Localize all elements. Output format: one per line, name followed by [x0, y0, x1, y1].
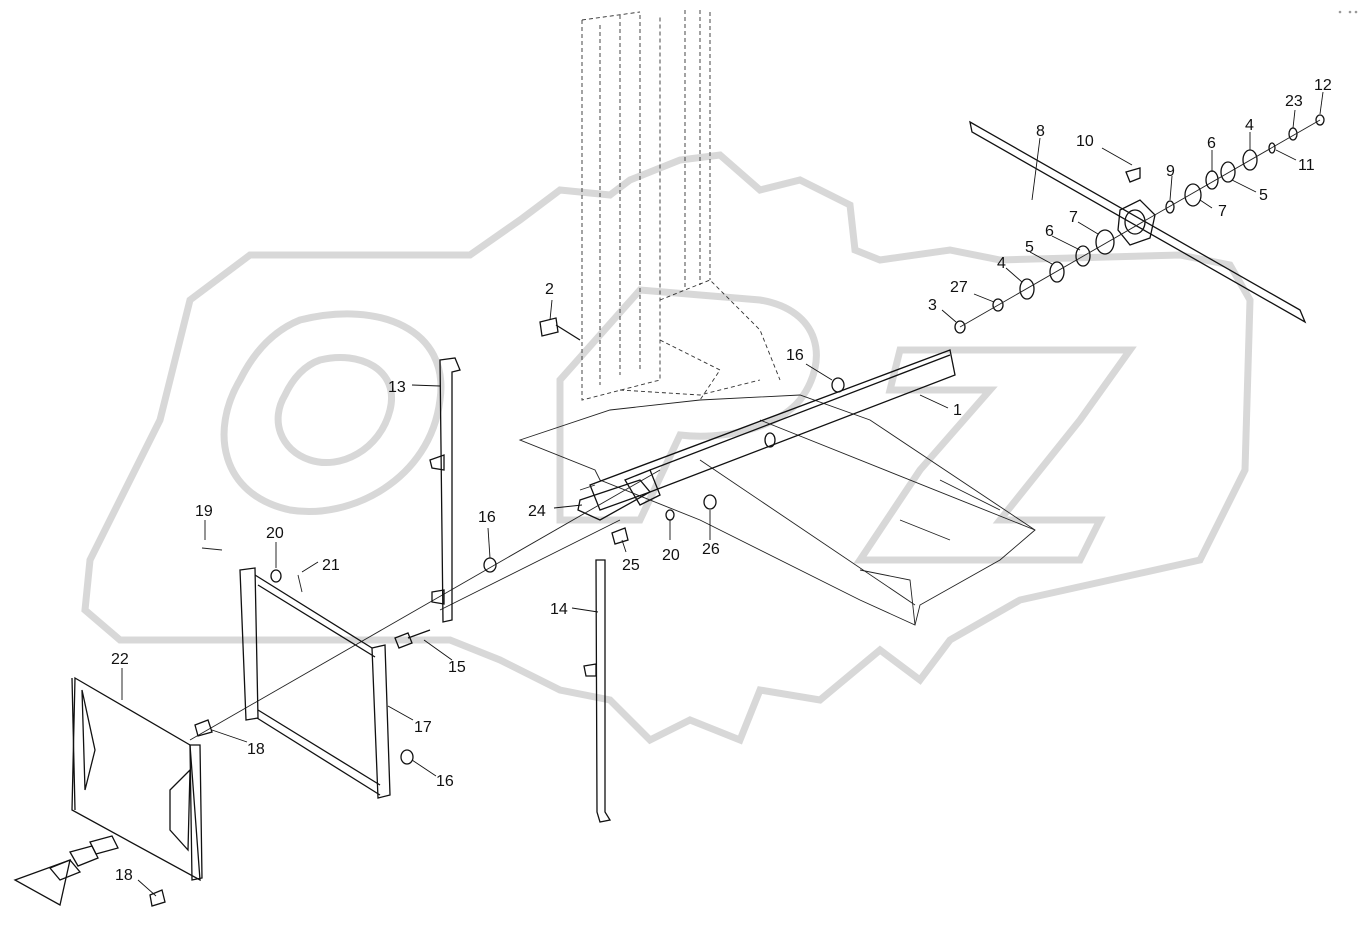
frame-base-plate [518, 394, 1036, 626]
callout-26: 26 [702, 541, 720, 558]
callout-7a: 7 [1069, 209, 1078, 226]
callout-14: 14 [550, 601, 568, 618]
callout-16a: 16 [786, 347, 804, 364]
part-22-grille [71, 676, 203, 882]
callout-13: 13 [388, 379, 406, 396]
watermark-letter-o [220, 310, 445, 515]
washer-stack [954, 114, 1325, 334]
arrow-marker [13, 835, 119, 906]
callout-labels: 1 2 3 4 4 5 5 6 6 7 7 8 9 10 11 12 13 14… [111, 77, 1332, 884]
frame-column [581, 10, 781, 401]
callout-22: 22 [111, 651, 129, 668]
callout-23: 23 [1285, 93, 1303, 110]
callout-24: 24 [528, 503, 546, 520]
leader-lines [121, 91, 1324, 897]
callout-19: 19 [195, 503, 213, 520]
callout-16c: 16 [436, 773, 454, 790]
part-13-bracket [429, 357, 461, 623]
part-14-bracket [583, 559, 612, 823]
callout-21: 21 [322, 557, 340, 574]
part-8-shaft [969, 120, 1307, 324]
callout-17: 17 [414, 719, 432, 736]
callout-7b: 7 [1218, 203, 1227, 220]
callout-20b: 20 [662, 547, 680, 564]
callout-8: 8 [1036, 123, 1045, 140]
watermark-logo [81, 151, 1254, 745]
callout-12: 12 [1314, 77, 1332, 94]
callout-3: 3 [928, 297, 937, 314]
callout-2: 2 [545, 281, 554, 298]
callout-4a: 4 [997, 255, 1006, 272]
fasteners [149, 317, 845, 907]
callout-1: 1 [953, 402, 962, 419]
callout-16b: 16 [478, 509, 496, 526]
part-17-frame [239, 567, 391, 799]
callout-6a: 6 [1045, 223, 1054, 240]
callout-4b: 4 [1245, 117, 1254, 134]
callout-15: 15 [448, 659, 466, 676]
dots-icon [1338, 10, 1358, 14]
diagonal-rod [189, 469, 661, 741]
callout-5b: 5 [1259, 187, 1268, 204]
part-1-arm [577, 349, 956, 521]
watermark-letter-p [556, 286, 820, 524]
watermark-gear [81, 151, 1254, 745]
callout-10: 10 [1076, 133, 1094, 150]
callout-18a: 18 [247, 741, 265, 758]
callout-27: 27 [950, 279, 968, 296]
callout-9: 9 [1166, 163, 1175, 180]
callout-11: 11 [1298, 157, 1315, 174]
callout-5a: 5 [1025, 239, 1034, 256]
callout-25: 25 [622, 557, 640, 574]
callout-18b: 18 [115, 867, 133, 884]
callout-6b: 6 [1207, 135, 1216, 152]
watermark-letter-z [853, 346, 1137, 564]
callout-20a: 20 [266, 525, 284, 542]
